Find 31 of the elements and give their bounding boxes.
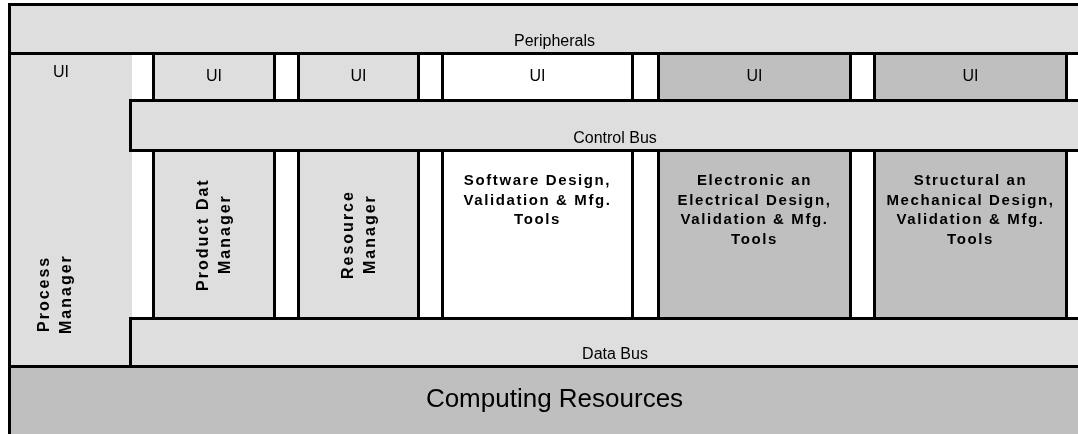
module-label: Resource Manager [337,189,379,281]
band-label: Data Bus [582,345,648,365]
ui-label: UI [350,67,367,87]
ui-box [657,52,852,102]
ui-label: UI [529,67,546,87]
ui-label: UI [206,67,222,87]
module-box [657,149,852,320]
band-label: Computing Resources [425,383,684,415]
band-label: Peripherals [514,32,595,52]
module-label: Structural an Mechanical Design, Validation & Mfg. Tools [885,170,1056,248]
ui-box [297,52,420,102]
ui-label: UI [746,67,763,87]
module-box [441,149,634,320]
ui-box [873,52,1068,102]
bus-band [8,3,1078,55]
resource-band [8,365,1078,434]
ui-label: UI [962,67,979,87]
ui-label: UI [52,63,70,81]
module-box [873,149,1068,320]
module-label: Product Dat Manager [193,177,234,293]
module-label: Software Design, Validation & Mfg. Tools [462,170,613,229]
bus-band [129,317,1078,368]
ui-box [441,52,634,102]
manager-column [8,52,132,368]
bus-band [129,99,1078,152]
module-label: Electronic an Electrical Design, Validation & Mfg. Tools [676,170,833,248]
module-box [297,149,420,320]
band-label: Control Bus [573,129,657,149]
ui-box [152,52,276,102]
module-label: Process Manager [34,253,75,336]
module-box [152,149,276,320]
